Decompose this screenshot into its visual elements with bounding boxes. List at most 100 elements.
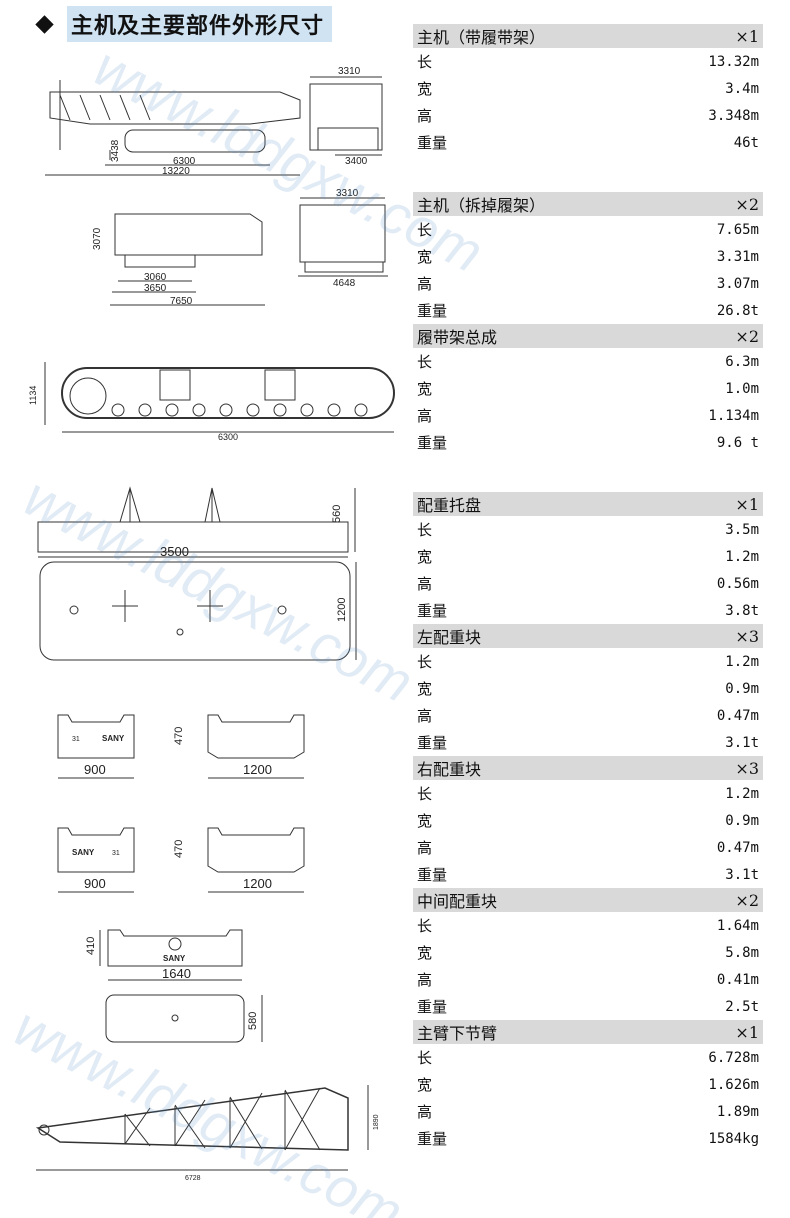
spec-value: 3.1t xyxy=(725,734,759,751)
spec-key: 高 xyxy=(417,107,433,125)
drawing-track-frame: 1134 6300 xyxy=(28,362,395,442)
spec-key: 宽 xyxy=(417,812,433,830)
spec-value: 1.64m xyxy=(716,917,759,934)
spec-key: 重量 xyxy=(417,734,448,752)
dim-label: 7650 xyxy=(170,296,193,307)
spec-value: 6.3m xyxy=(725,353,759,370)
spec-row: 长 6.728m xyxy=(413,1044,763,1071)
section-quantity: ×2 xyxy=(735,194,759,214)
spec-key: 高 xyxy=(417,275,433,293)
spec-row: 高 3.07m xyxy=(413,270,763,297)
spec-row: 重量 3.1t xyxy=(413,729,763,756)
dim-label: 3070 xyxy=(92,227,103,250)
spec-value: 46t xyxy=(733,134,759,151)
spec-row: 宽 5.8m xyxy=(413,939,763,966)
spec-value: 3.348m xyxy=(708,107,759,124)
drawing-right-counterweight: SANY 31 470 900 1200 xyxy=(57,827,305,893)
spec-value: 1.2m xyxy=(725,785,759,802)
spec-row: 高 0.41m xyxy=(413,966,763,993)
spec-row: 高 3.348m xyxy=(413,102,763,129)
spec-key: 长 xyxy=(417,53,433,71)
spec-value: 3.8t xyxy=(725,602,759,619)
section-quantity: ×2 xyxy=(735,326,759,346)
drawing-left-counterweight: SANY 31 470 900 1200 xyxy=(57,714,305,779)
spec-key: 宽 xyxy=(417,248,433,266)
track-roller xyxy=(246,403,260,417)
dim-label: 3400 xyxy=(345,156,368,167)
spec-key: 高 xyxy=(417,407,433,425)
spec-value: 2.5t xyxy=(725,998,759,1015)
dim-label: 1200 xyxy=(243,762,272,777)
spec-value: 3.31m xyxy=(716,248,759,265)
spec-value: 13.32m xyxy=(708,53,759,70)
dim-label: 31 xyxy=(72,736,80,743)
spec-value: 0.56m xyxy=(716,575,759,592)
spec-key: 长 xyxy=(417,785,433,803)
dim-label: 580 xyxy=(247,1012,259,1030)
spec-row: 长 1.2m xyxy=(413,780,763,807)
spec-key: 重量 xyxy=(417,866,448,884)
section-quantity: ×2 xyxy=(735,890,759,910)
spec-value: 3.07m xyxy=(716,275,759,292)
spec-value: 5.8m xyxy=(725,944,759,961)
track-roller xyxy=(273,403,287,417)
spec-row: 长 7.65m xyxy=(413,216,763,243)
spec-value: 0.41m xyxy=(716,971,759,988)
spec-section-header: 左配重块×3 xyxy=(413,624,763,648)
dim-label: 31 xyxy=(112,850,120,857)
dim-label: 3500 xyxy=(160,544,189,559)
dim-label: 3650 xyxy=(144,283,167,294)
drawing-lower-boom: 1890 6728 xyxy=(35,1085,380,1182)
dim-label: 3310 xyxy=(336,188,359,199)
spec-key: 重量 xyxy=(417,1130,448,1148)
dim-label: 900 xyxy=(84,762,106,777)
dim-label: 4648 xyxy=(333,278,356,289)
spec-key: 高 xyxy=(417,971,433,989)
section-name: 主机（拆掉履架） xyxy=(417,196,546,215)
title-bar: 主机及主要部件外形尺寸 xyxy=(35,6,333,42)
spec-value: 0.9m xyxy=(725,812,759,829)
track-roller xyxy=(138,403,152,417)
dim-label: 3310 xyxy=(338,66,361,77)
spec-key: 宽 xyxy=(417,944,433,962)
dim-label: 13220 xyxy=(162,166,190,177)
spec-key: 长 xyxy=(417,1049,433,1067)
dim-label: 470 xyxy=(173,840,185,858)
dim-label: 1200 xyxy=(243,876,272,891)
spec-value: 7.65m xyxy=(716,221,759,238)
dim-label: 3438 xyxy=(110,139,121,162)
section-name: 右配重块 xyxy=(417,760,482,779)
spec-section-header: 主机（拆掉履架） ×2 xyxy=(413,192,763,216)
dimension-drawings: 6300 13220 3310 3400 3438 3310 3070 3060… xyxy=(28,66,395,1182)
dim-label: 470 xyxy=(173,727,185,745)
spec-key: 高 xyxy=(417,707,433,725)
spec-key: 重量 xyxy=(417,134,448,152)
section-quantity: ×3 xyxy=(735,626,759,646)
spec-key: 长 xyxy=(417,521,433,539)
track-roller xyxy=(219,403,233,417)
spec-section-header: 右配重块×3 xyxy=(413,756,763,780)
spec-value: 6.728m xyxy=(708,1049,759,1066)
dim-label: 1890 xyxy=(373,1114,380,1130)
drawing-counterweight-tray: 560 3500 1200 xyxy=(37,486,357,661)
track-roller xyxy=(192,403,206,417)
spec-key: 宽 xyxy=(417,548,433,566)
dim-label: 1200 xyxy=(336,598,348,622)
spec-value: 9.6 t xyxy=(716,434,759,451)
spec-key: 长 xyxy=(417,221,433,239)
spec-key: 宽 xyxy=(417,1076,433,1094)
spec-key: 高 xyxy=(417,575,433,593)
drawing-middle-counterweight: SANY 410 1640 580 xyxy=(85,929,263,1043)
spec-row: 重量 46t xyxy=(413,129,763,156)
